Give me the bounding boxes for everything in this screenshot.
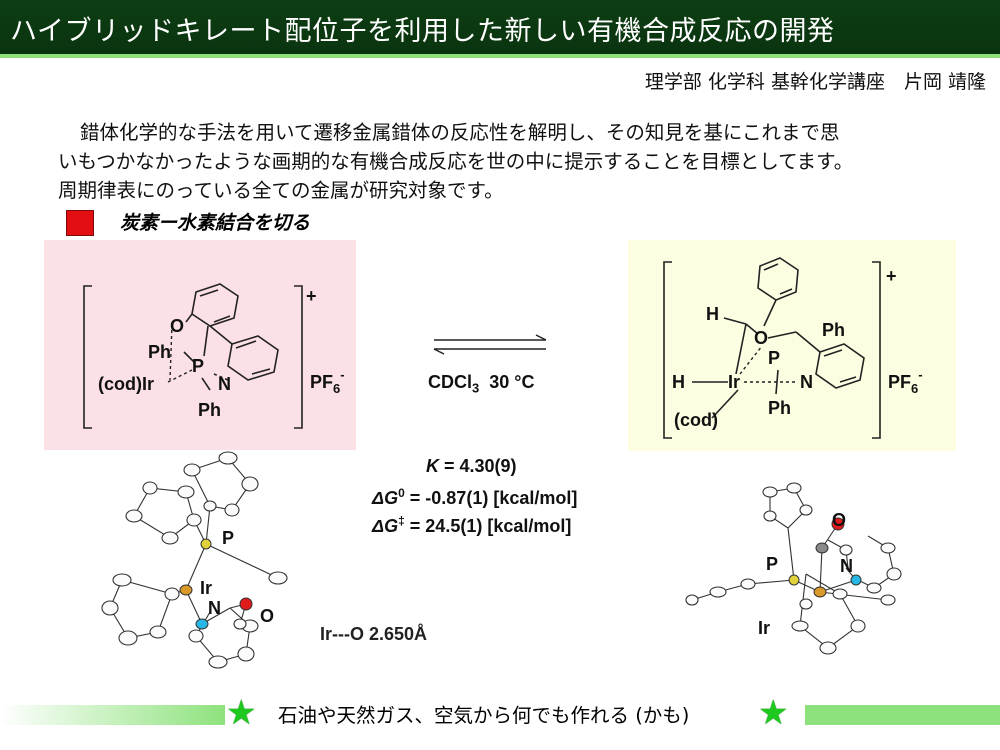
equilibrium-constant: K = 4.30(9) xyxy=(426,456,517,476)
left-charge: + xyxy=(306,286,317,306)
intro-line-3: 周期律表にのっている全ての金属が研究対象です。 xyxy=(58,179,504,202)
left-counter-ion: PF6- xyxy=(310,367,345,396)
right-charge: + xyxy=(886,266,897,286)
right-h-top-label: H xyxy=(706,304,719,324)
left-phosphorus-label: P xyxy=(192,356,204,376)
left-ortep-oxygen-atom xyxy=(239,597,253,611)
left-ortep-p-label: P xyxy=(222,528,234,548)
affiliation: 理学部 化学科 基幹化学講座 片岡 靖隆 xyxy=(644,71,986,93)
right-counter-ion: PF6- xyxy=(888,367,923,396)
left-ortep-structure: P Ir N O xyxy=(101,451,288,669)
left-ortep-n-label: N xyxy=(208,598,221,618)
title-bar: ハイブリッドキレート配位子を利用した新しい有機合成反応の開発 xyxy=(0,0,1000,58)
right-ortep-iridium-atom xyxy=(813,586,827,598)
right-ortep-nitrogen-atom xyxy=(850,574,862,586)
section-marker xyxy=(66,210,94,236)
right-ph-bottom-label: Ph xyxy=(768,398,791,418)
right-ortep-o-label: O xyxy=(832,510,846,530)
page-title: ハイブリッドキレート配位子を利用した新しい有機合成反応の開発 xyxy=(10,16,835,47)
left-metal-label: (cod)Ir xyxy=(98,374,154,394)
right-ortep-p-label: P xyxy=(766,554,778,574)
right-ortep-oxygen-atom xyxy=(831,517,845,531)
right-complex-structure: + H O Ph P H Ir N (cod) Ph PF6- xyxy=(663,257,923,439)
left-oxygen-label: O xyxy=(170,316,184,336)
left-ortep-o-label: O xyxy=(260,606,274,626)
intro-line-2: いもつかなかったような画期的な有機合成反応を世の中に提示することを目標としてます… xyxy=(58,150,854,173)
footer-slogan: 石油や天然ガス、空気から何でも作れる (かも) xyxy=(278,704,690,727)
left-ortep-ir-label: Ir xyxy=(200,578,212,598)
left-ph-top-label: Ph xyxy=(148,342,171,362)
right-iridium-label: Ir xyxy=(728,372,740,392)
right-ortep-carbon-atom xyxy=(815,542,829,554)
section-title: 炭素ー水素結合を切る xyxy=(120,212,311,234)
right-oxygen-label: O xyxy=(754,328,768,348)
right-ortep-phosphorus-atom xyxy=(788,574,800,586)
right-ortep-structure: O N P Ir xyxy=(685,482,902,655)
right-ph-right-label: Ph xyxy=(822,320,845,340)
footer-band-left xyxy=(0,705,225,725)
footer-band-right xyxy=(805,705,1000,725)
right-cod-label: (cod) xyxy=(674,410,718,430)
reaction-conditions: CDCl3 30 °C xyxy=(428,372,535,396)
right-h-left-label: H xyxy=(672,372,685,392)
right-nitrogen-label: N xyxy=(800,372,813,392)
intro-paragraph: 錯体化学的な手法を用いて遷移金属錯体の反応性を解明し、その知見を基にこれまで思 … xyxy=(58,118,958,205)
right-complex-panel xyxy=(628,240,956,451)
left-ortep-iridium-atom xyxy=(179,584,193,596)
intro-line-1: 錯体化学的な手法を用いて遷移金属錯体の反応性を解明し、その知見を基にこれまで思 xyxy=(80,121,840,144)
star-icon-right: ★ xyxy=(758,693,789,733)
left-nitrogen-label: N xyxy=(218,374,231,394)
ir-o-distance: Ir---O 2.650Å xyxy=(320,624,428,644)
left-ortep-phosphorus-atom xyxy=(200,538,212,550)
delta-g-zero: ΔG0 = -0.87(1) [kcal/mol] xyxy=(372,486,578,508)
right-phosphorus-label: P xyxy=(768,348,780,368)
right-ortep-n-label: N xyxy=(840,556,853,576)
left-complex-structure: + O Ph P N (cod)Ir Ph PF6- xyxy=(83,283,345,429)
left-complex-panel xyxy=(44,240,356,450)
equilibrium-arrows xyxy=(433,334,547,355)
right-ortep-ir-label: Ir xyxy=(758,618,770,638)
star-icon-left: ★ xyxy=(226,693,257,733)
left-ph-bottom-label: Ph xyxy=(198,400,221,420)
delta-g-activation: ΔG‡ = 24.5(1) [kcal/mol] xyxy=(372,514,572,536)
left-ortep-nitrogen-atom xyxy=(195,618,209,630)
